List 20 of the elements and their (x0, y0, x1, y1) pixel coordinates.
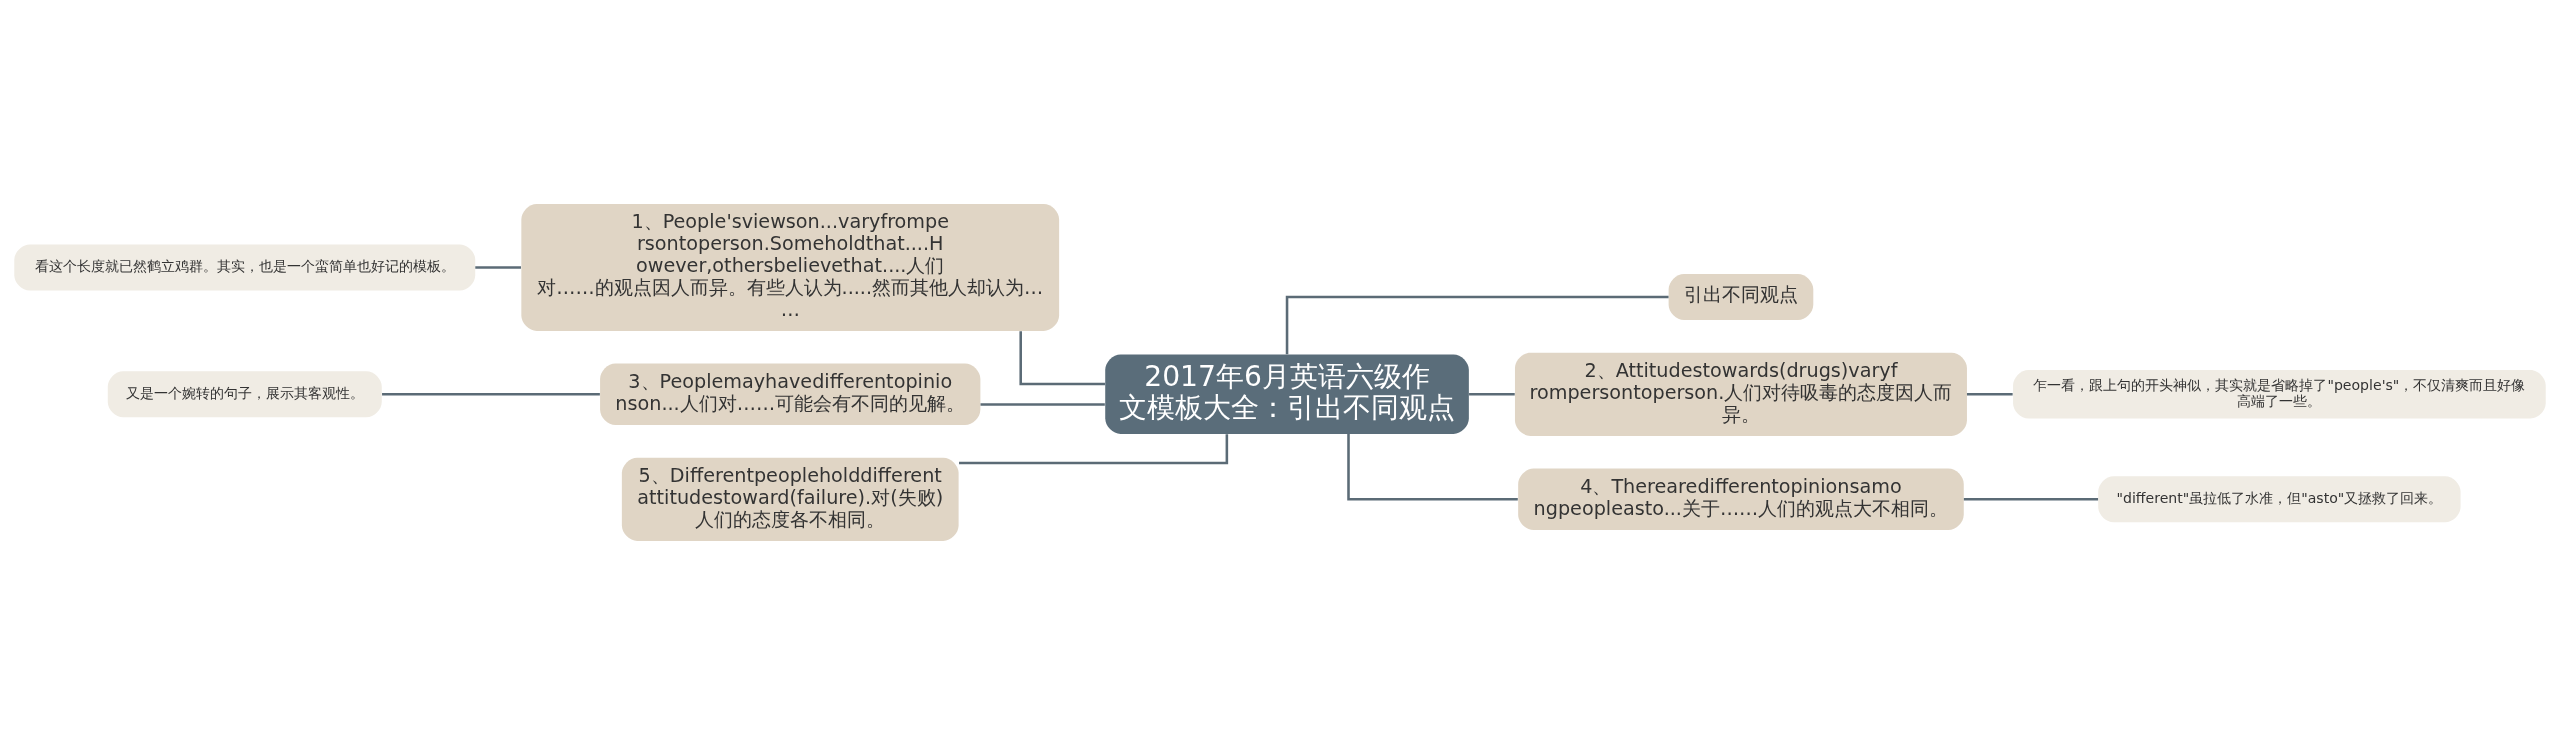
connector (1963, 498, 2099, 501)
connector (1285, 295, 1669, 355)
node-box: 引出不同观点 (1668, 273, 1814, 320)
connector (1966, 393, 2013, 396)
node-box: 乍一看，跟上句的开头神似，其实就是省略掉了"people's"，不仅清爽而且好像高端了一些。 (2013, 369, 2546, 419)
connector (980, 403, 1105, 406)
connector (1469, 393, 1515, 396)
connector (1019, 331, 1105, 386)
node-box: 看这个长度就已然鹤立鸡群。其实，也是一个蛮简单也好记的模板。 (14, 244, 476, 291)
node-box: 1、People'sviewson...varyfrompersontoperson.Someholdthat....However,othersbelievethat....人们对……的观点因人而异。有些人认为.....然而其他人却认为…… (521, 204, 1060, 331)
connector (1347, 433, 1518, 501)
node-box: 3、Peoplemayhavedifferentopinionson...人们对……可能会有不同的见解。 (600, 363, 981, 425)
node-box: 5、Differentpeopleholddifferentattitudestoward(failure).对(失败)人们的态度各不相同。 (621, 457, 959, 541)
node-box: 2017年6月英语六级作文模板大全：引出不同观点 (1105, 354, 1469, 434)
node-box: 又是一个婉转的句子，展示其客观性。 (107, 371, 382, 418)
node-box: "different"虽拉低了水准，但"asto"又拯救了回来。 (2098, 476, 2461, 523)
node-box: 4、Therearedifferentopinionsamongpeopleasto...关于……人们的观点大不相同。 (1518, 468, 1964, 530)
node-box: 2、Attitudestowards(drugs)varyfrompersontoperson.人们对待吸毒的态度因人而异。 (1514, 352, 1967, 436)
connector (475, 266, 521, 269)
connector (382, 393, 600, 396)
